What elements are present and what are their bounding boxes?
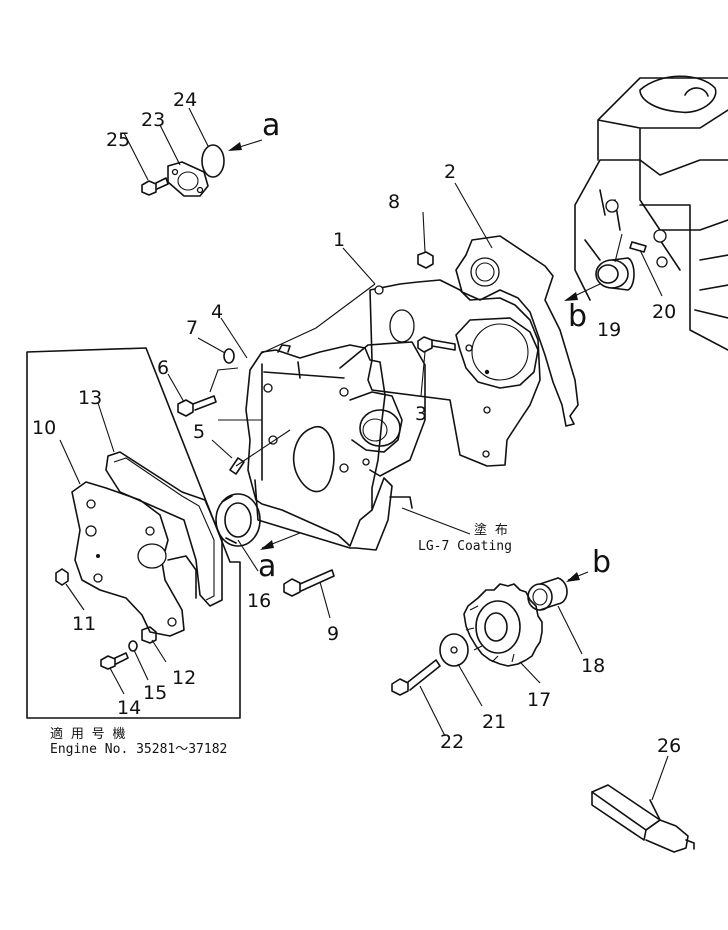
part-16-oil-seal bbox=[215, 493, 261, 547]
label-14: 14 bbox=[117, 697, 141, 719]
label-22: 22 bbox=[440, 731, 464, 753]
label-11: 11 bbox=[72, 613, 96, 635]
part-21-thrust-washer bbox=[439, 633, 469, 667]
ref-b-gear: b bbox=[592, 545, 611, 580]
part-2-gasket bbox=[455, 235, 579, 427]
ref-a-mid: a bbox=[258, 549, 276, 584]
part-23-cover bbox=[167, 161, 209, 197]
label-3: 3 bbox=[415, 403, 427, 425]
label-10: 10 bbox=[32, 417, 56, 439]
coating-note-en: LG-7 Coating bbox=[418, 539, 512, 554]
part-14-bolt bbox=[100, 652, 129, 670]
part-9-bolt bbox=[283, 569, 335, 597]
label-24: 24 bbox=[173, 89, 197, 111]
label-7: 7 bbox=[186, 317, 198, 339]
label-17: 17 bbox=[527, 689, 551, 711]
label-21: 21 bbox=[482, 711, 506, 733]
part-10-cover-plate bbox=[71, 481, 197, 637]
part-4-front-cover bbox=[245, 341, 426, 551]
part-25-bolt bbox=[141, 177, 169, 196]
label-9: 9 bbox=[327, 623, 339, 645]
part-22-bolt bbox=[391, 659, 441, 696]
coating-note-jp: 塗 布 bbox=[474, 522, 508, 538]
part-6-bolt bbox=[177, 395, 217, 417]
part-18-bushing bbox=[527, 577, 568, 611]
part-7-washer bbox=[223, 348, 235, 364]
label-8: 8 bbox=[388, 191, 400, 213]
label-16: 16 bbox=[247, 590, 271, 612]
part-3-bolt bbox=[417, 336, 456, 353]
part-1-plate bbox=[367, 279, 541, 467]
applicability-en: Engine No. 35281～37182 bbox=[50, 742, 227, 757]
part-17-idler-gear bbox=[463, 583, 543, 667]
label-2: 2 bbox=[444, 161, 456, 183]
label-1: 1 bbox=[333, 229, 345, 251]
part-5-dowel bbox=[229, 457, 245, 475]
part-11-nut bbox=[55, 568, 69, 586]
part-12-nut bbox=[141, 626, 157, 644]
label-18: 18 bbox=[581, 655, 605, 677]
label-20: 20 bbox=[652, 301, 676, 323]
label-6: 6 bbox=[157, 357, 169, 379]
label-5: 5 bbox=[193, 421, 205, 443]
part-8-nut bbox=[417, 251, 434, 269]
label-19: 19 bbox=[597, 319, 621, 341]
part-24-o-ring bbox=[201, 144, 225, 178]
part-26-tool bbox=[591, 784, 695, 853]
label-12: 12 bbox=[172, 667, 196, 689]
part-labels: 1 2 3 4 5 6 7 8 9 10 11 12 13 14 15 16 1… bbox=[32, 89, 681, 757]
label-26: 26 bbox=[657, 735, 681, 757]
ref-a-top: a bbox=[262, 108, 280, 143]
part-15-washer bbox=[128, 640, 138, 652]
variant-group-box bbox=[26, 347, 241, 719]
part-20-pin bbox=[629, 241, 647, 253]
applicability-jp: 適 用 号 機 bbox=[50, 726, 125, 742]
engine-block bbox=[574, 75, 728, 351]
label-4: 4 bbox=[211, 301, 223, 323]
label-25: 25 bbox=[106, 129, 130, 151]
leader-lines bbox=[59, 107, 669, 801]
label-23: 23 bbox=[141, 109, 165, 131]
part-19-bushing bbox=[595, 257, 635, 291]
label-15: 15 bbox=[143, 682, 167, 704]
label-13: 13 bbox=[78, 387, 102, 409]
ref-b-right: b bbox=[568, 299, 587, 334]
